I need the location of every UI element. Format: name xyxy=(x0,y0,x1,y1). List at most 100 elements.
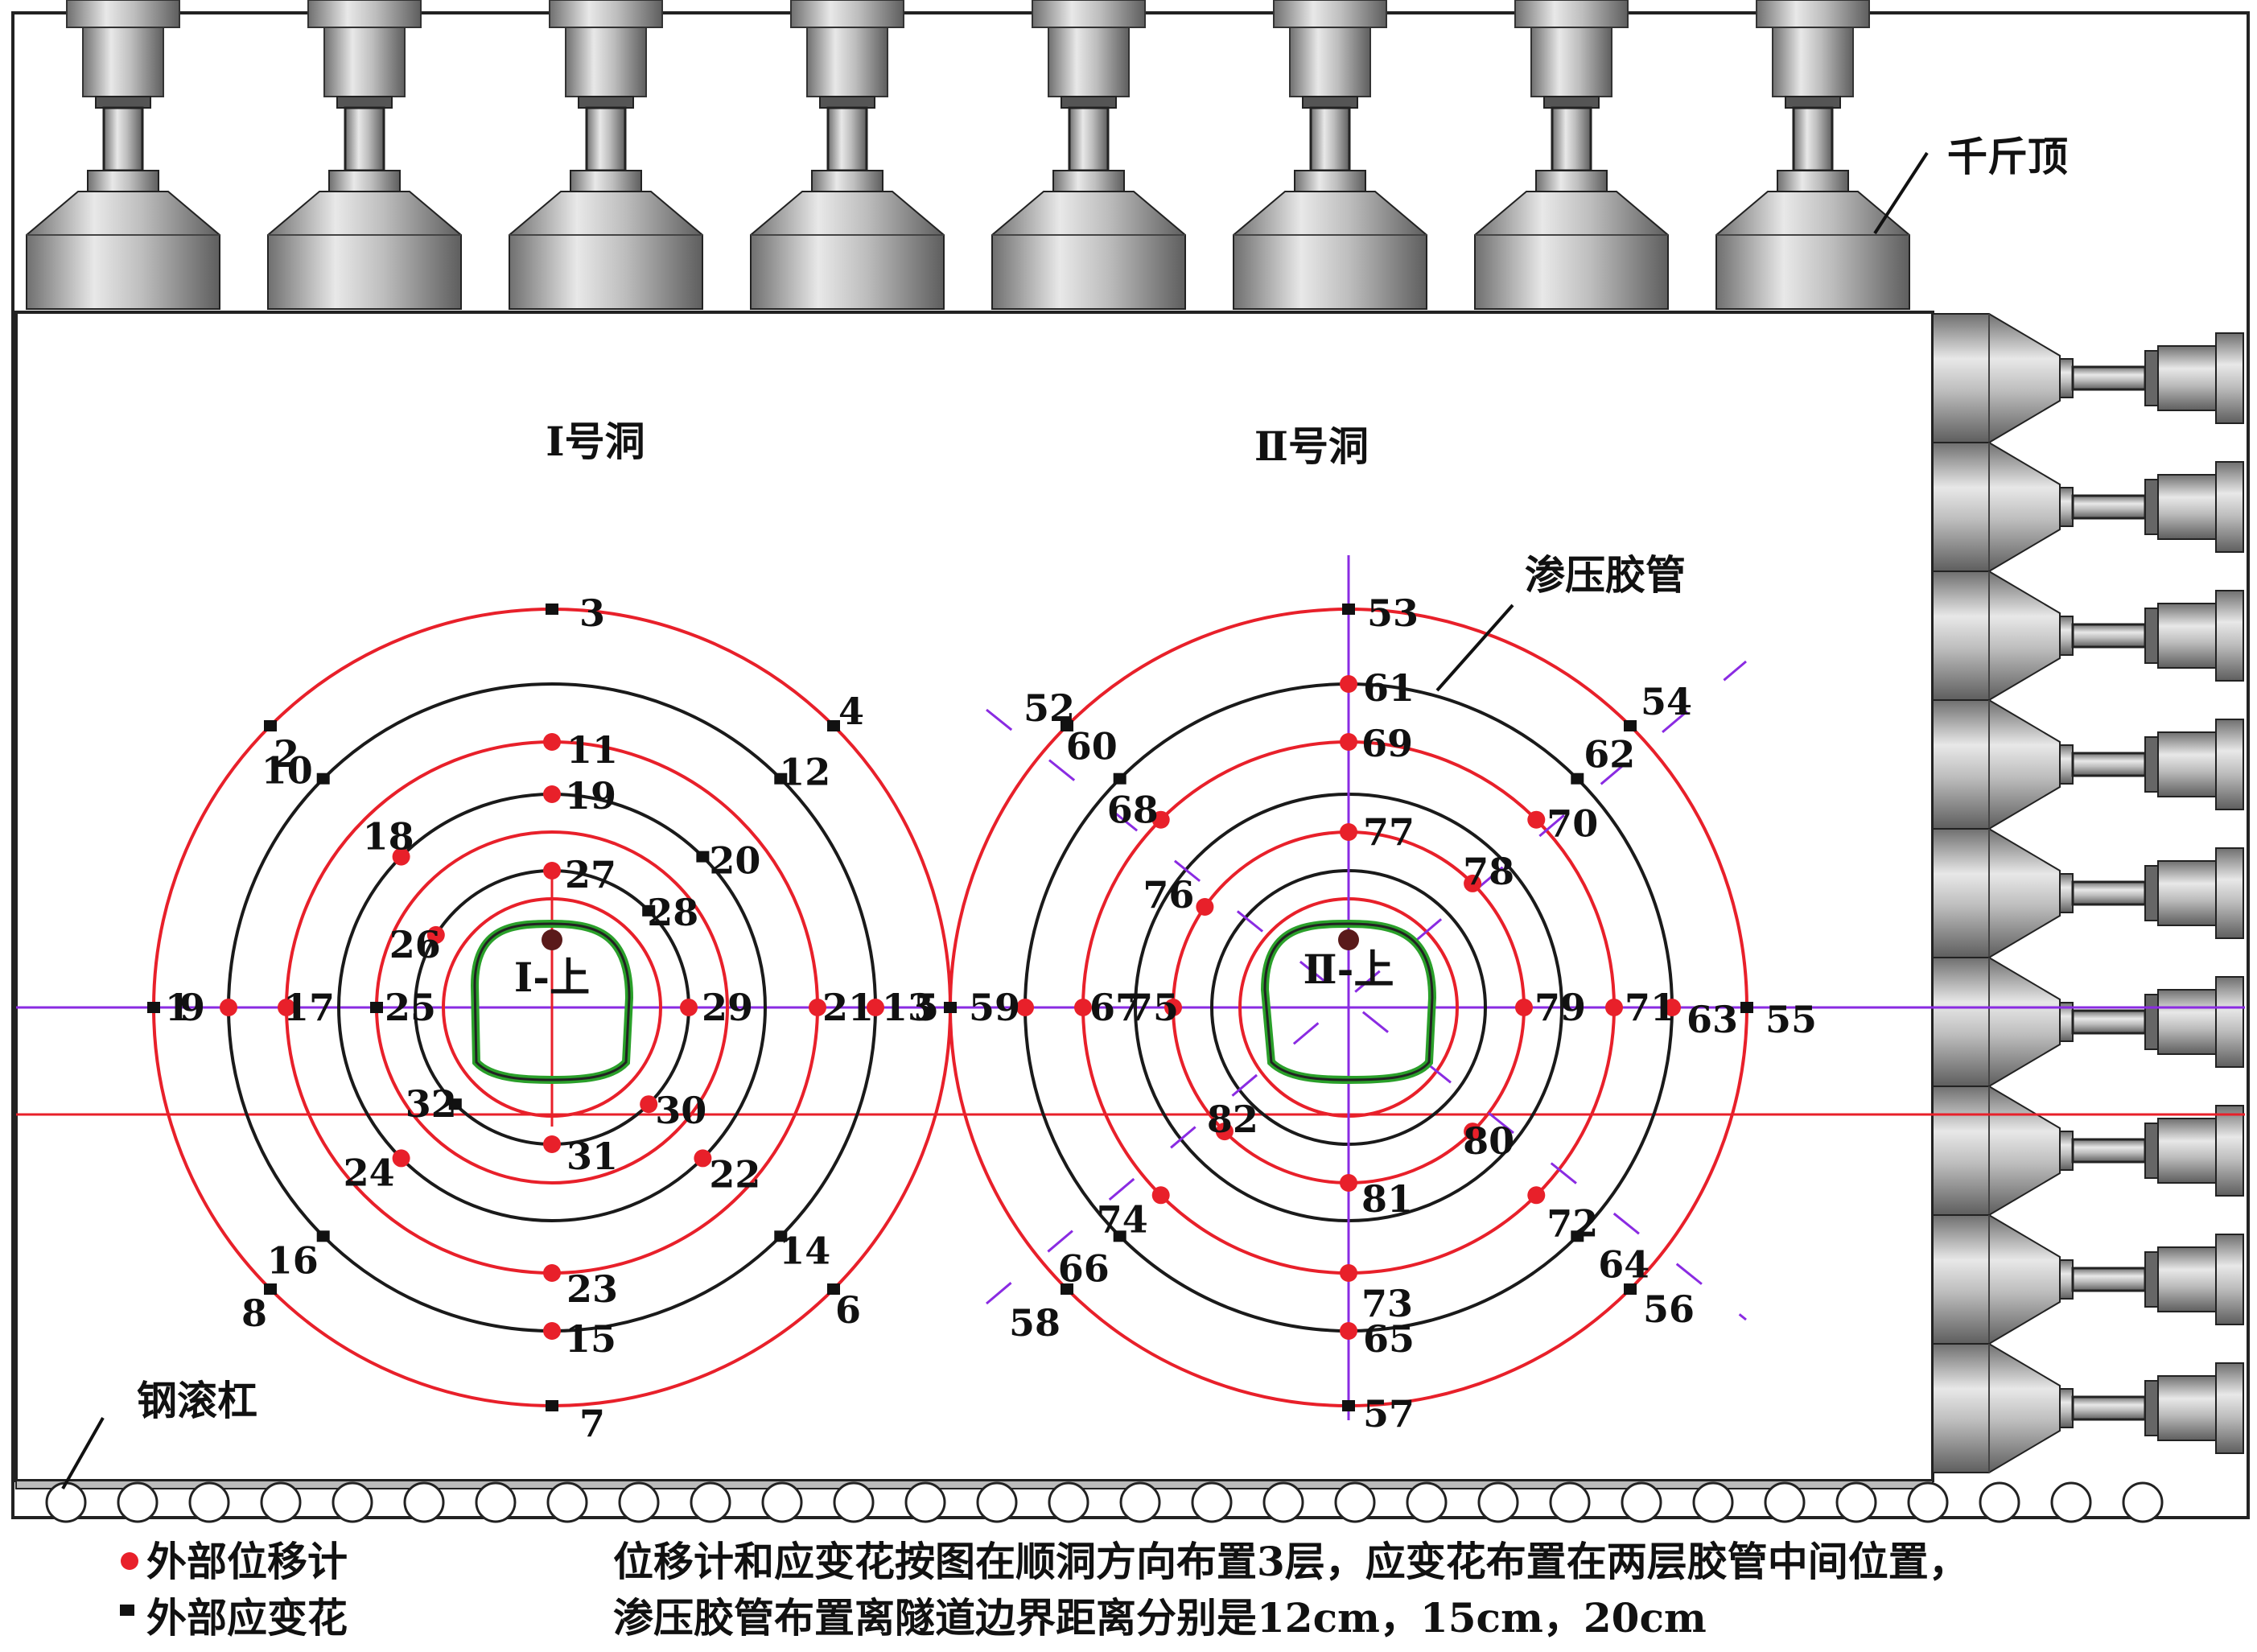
roller xyxy=(1835,1481,1877,1523)
displacement-marker xyxy=(1340,823,1357,841)
strain-marker xyxy=(546,604,558,615)
tunnel-2-point-label: 53 xyxy=(1367,591,1419,635)
roller xyxy=(761,1481,803,1523)
strain-marker xyxy=(696,851,710,863)
tunnel-1-point-label: 23 xyxy=(566,1267,618,1311)
tunnel-2-point-label: 73 xyxy=(1361,1282,1413,1325)
displacement-marker xyxy=(867,999,884,1016)
displacement-marker xyxy=(1340,733,1357,751)
tunnel-2-point-label: 54 xyxy=(1641,680,1692,723)
tunnel-2-point-label: 59 xyxy=(969,986,1020,1029)
strain-marker xyxy=(1113,1230,1126,1242)
roller xyxy=(475,1481,517,1523)
displacement-marker xyxy=(543,1322,561,1340)
displacement-marker xyxy=(543,1135,561,1153)
tunnel-2-point-label: 66 xyxy=(1058,1246,1110,1290)
tunnel-2-point-label: 56 xyxy=(1643,1287,1695,1331)
tunnel-2-point-label: 72 xyxy=(1547,1201,1598,1245)
displacement-marker xyxy=(1663,999,1681,1016)
roller xyxy=(833,1481,875,1523)
tunnel-1-point-label: 31 xyxy=(566,1135,618,1178)
displacement-marker xyxy=(1151,1186,1170,1205)
roller xyxy=(1549,1481,1591,1523)
tunnel-2-point-label: 69 xyxy=(1361,722,1413,765)
tunnel-2-point-label: 82 xyxy=(1207,1098,1258,1141)
roller xyxy=(2050,1481,2092,1523)
tunnel-2-point-label: 58 xyxy=(1009,1301,1061,1345)
strain-marker xyxy=(264,1283,277,1295)
strain-marker xyxy=(774,1230,788,1242)
tunnel-1-point-label: 10 xyxy=(262,749,313,793)
roller xyxy=(1191,1481,1233,1523)
hose-label: 渗压胶管 xyxy=(1525,551,1686,599)
roller xyxy=(1119,1481,1161,1523)
roller xyxy=(1406,1481,1448,1523)
strain-marker xyxy=(1571,1230,1584,1242)
strain-marker xyxy=(1624,720,1637,731)
tunnel-1-point-label: 4 xyxy=(838,690,864,733)
jack-label: 千斤顶 xyxy=(1947,133,2068,180)
tunnel-1-point-label: 11 xyxy=(566,728,618,772)
roller-leader xyxy=(61,1417,105,1489)
tunnel-1-point-label: 9 xyxy=(179,986,205,1029)
tunnel-1-point-label: 29 xyxy=(702,986,753,1029)
tunnel-1-point-label: 32 xyxy=(406,1082,457,1126)
strain-marker xyxy=(147,1002,160,1013)
displacement-marker xyxy=(392,1149,410,1168)
tunnel-1-point-label: 13 xyxy=(882,986,933,1029)
roller xyxy=(1477,1481,1519,1523)
tunnel-1-point-label: 28 xyxy=(647,891,698,934)
tunnel-1-point-label: 7 xyxy=(579,1402,605,1445)
tunnel-1-point-label: 25 xyxy=(385,986,436,1029)
strain-marker xyxy=(1061,720,1073,731)
strain-marker xyxy=(1061,1283,1073,1295)
roller xyxy=(1048,1481,1089,1523)
strain-marker xyxy=(264,720,277,731)
roller xyxy=(904,1481,946,1523)
displacement-marker xyxy=(680,999,698,1016)
displacement-marker xyxy=(1464,874,1482,892)
steel-rollers xyxy=(45,1481,2164,1523)
strain-marker xyxy=(1113,772,1126,785)
tunnel-2-point-label: 70 xyxy=(1547,802,1598,846)
displacement-marker xyxy=(1340,1322,1357,1340)
tunnel-2-point-label: 64 xyxy=(1598,1242,1650,1286)
tunnel-2-point-label: 79 xyxy=(1534,986,1586,1029)
displacement-marker xyxy=(1527,810,1546,829)
displacement-marker xyxy=(1605,999,1623,1016)
tunnel-1-point-label: 5 xyxy=(913,986,939,1029)
strain-marker xyxy=(1342,604,1355,615)
roller xyxy=(1764,1481,1806,1523)
tunnel-2-point-label: 61 xyxy=(1363,666,1415,710)
displacement-marker xyxy=(543,733,561,751)
roller xyxy=(188,1481,230,1523)
strain-marker xyxy=(1342,1400,1355,1411)
tunnel-1-point-label: 1 xyxy=(165,986,191,1029)
tunnel-1-point-label: 6 xyxy=(835,1288,861,1332)
strain-marker xyxy=(370,1002,383,1013)
strain-marker xyxy=(448,1098,462,1110)
tunnel-1-point-label: 20 xyxy=(709,839,760,883)
strain-marker xyxy=(774,772,788,785)
tunnel-2-point-label: 71 xyxy=(1625,986,1676,1029)
displacement-marker xyxy=(640,1095,658,1114)
tunnel-1-title: Ⅰ号洞 xyxy=(546,418,645,465)
tunnel-1-point-label: 19 xyxy=(565,774,616,818)
displacement-marker xyxy=(543,862,561,880)
roller xyxy=(2122,1481,2164,1523)
tunnel-2-point-label: 74 xyxy=(1097,1197,1148,1241)
tunnel-2-section-label: Ⅱ-上 xyxy=(1304,945,1394,993)
tunnel-2-point-label: 76 xyxy=(1143,873,1194,917)
strain-marker xyxy=(1624,1283,1637,1295)
tunnel-2-point-label: 55 xyxy=(1765,998,1817,1041)
roller xyxy=(1621,1481,1662,1523)
tunnel-2-point-label: 62 xyxy=(1584,733,1635,777)
tunnel-2-point-label: 67 xyxy=(1089,986,1141,1029)
displacement-marker xyxy=(1215,1123,1234,1141)
strain-marker xyxy=(1571,772,1584,785)
roller xyxy=(1334,1481,1376,1523)
displacement-marker xyxy=(1016,999,1034,1016)
legend-strain-label: 外部应变花 xyxy=(146,1594,348,1642)
tunnel-2-point-label: 80 xyxy=(1463,1119,1514,1163)
legend-displacement-label: 外部位移计 xyxy=(146,1538,348,1585)
